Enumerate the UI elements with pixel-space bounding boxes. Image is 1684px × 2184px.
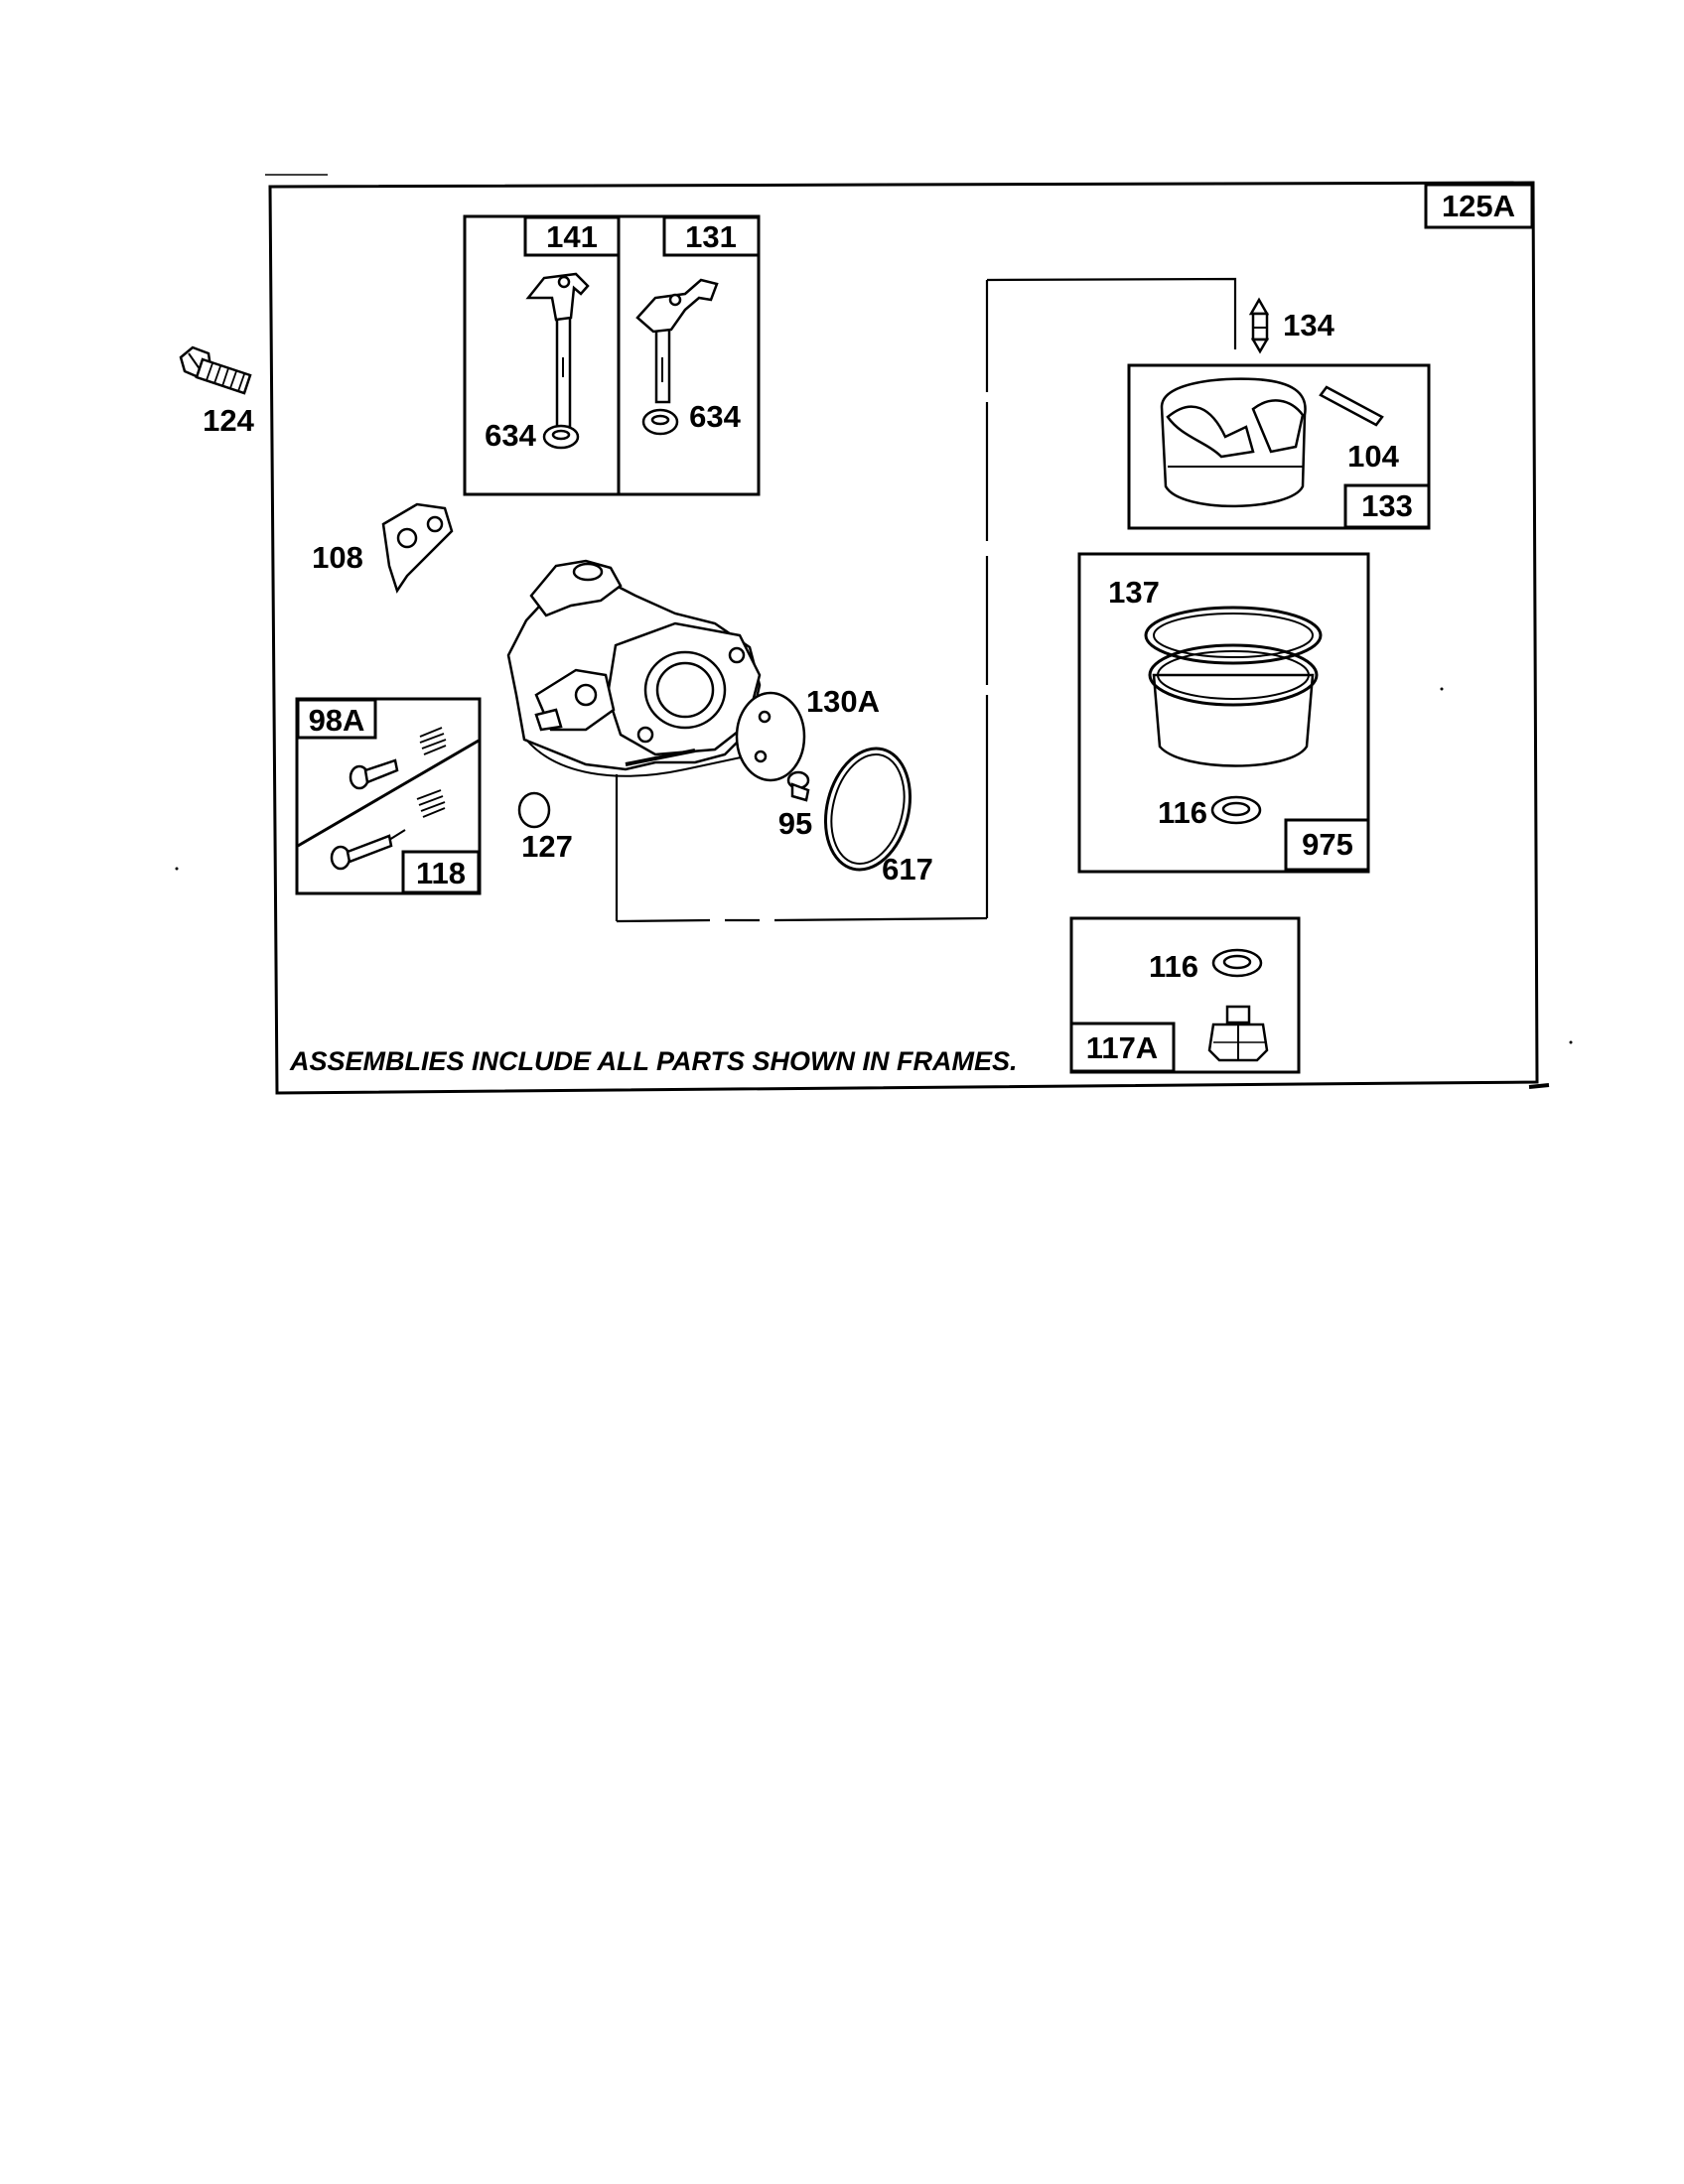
idle-screw-icon (349, 758, 399, 790)
screw-95-icon (786, 770, 810, 802)
throttle-shaft-icon (635, 278, 719, 404)
connector-lines (615, 277, 1237, 923)
float-bowl-icon (1144, 606, 1323, 767)
frame-label-98a: 98A (309, 703, 365, 738)
washer-116-icon (1210, 795, 1262, 825)
choke-shaft-icon (525, 272, 590, 429)
frame-label-141: 141 (546, 219, 598, 254)
frame-98a-118: 98A 118 (295, 697, 482, 895)
frame-117a: 117A 116 (1069, 916, 1301, 1074)
washer-116-lower-icon (1211, 948, 1263, 978)
callout-108: 108 (312, 540, 363, 575)
needle-134-icon (1248, 297, 1270, 354)
pin-104-icon (1319, 385, 1384, 427)
callout-634-left: 634 (485, 418, 536, 453)
callout-137: 137 (1108, 575, 1160, 610)
bolt-124-icon (179, 345, 252, 395)
bowl-nut-icon (1207, 1005, 1269, 1062)
frame-133: 133 104 (1127, 363, 1431, 530)
frame-label-975: 975 (1302, 827, 1353, 862)
frame-label-131: 131 (685, 219, 737, 254)
frame-label-133: 133 (1361, 488, 1413, 523)
seal-634-icon (542, 424, 580, 450)
gasket-108-icon (381, 502, 454, 594)
frame-label-118: 118 (416, 856, 466, 890)
diagram-outer-frame (268, 181, 1539, 1095)
callout-104: 104 (1347, 439, 1399, 474)
welch-plug-127-icon (517, 791, 551, 829)
callout-124: 124 (203, 403, 254, 438)
mixture-screw-icon (330, 829, 406, 871)
frame-141: 141 634 (463, 214, 621, 496)
assemblies-note: ASSEMBLIES INCLUDE ALL PARTS SHOWN IN FR… (289, 1046, 1018, 1076)
carburetor-body-icon (506, 559, 762, 777)
callout-634-right: 634 (689, 399, 741, 434)
frame-131: 131 634 (617, 214, 761, 496)
spring-icon (419, 727, 447, 755)
callout-127: 127 (521, 829, 573, 864)
callout-134: 134 (1283, 308, 1334, 342)
assembly-number: 125A (1442, 189, 1515, 223)
callout-116-lower: 116 (1149, 949, 1198, 984)
spring-icon-lower (416, 789, 446, 818)
assembly-number-box: 125A (1424, 183, 1534, 229)
frame-label-117a: 117A (1086, 1030, 1158, 1065)
o-ring-617-icon (823, 747, 912, 872)
seal-634-icon-right (641, 408, 679, 436)
callout-130a: 130A (806, 684, 880, 719)
float-icon (1160, 377, 1307, 508)
callout-95: 95 (778, 806, 812, 841)
callout-116-upper: 116 (1158, 795, 1207, 830)
frame-975: 975 137 116 (1077, 552, 1370, 874)
callout-617: 617 (882, 852, 933, 887)
plate-130a-icon (735, 691, 806, 782)
